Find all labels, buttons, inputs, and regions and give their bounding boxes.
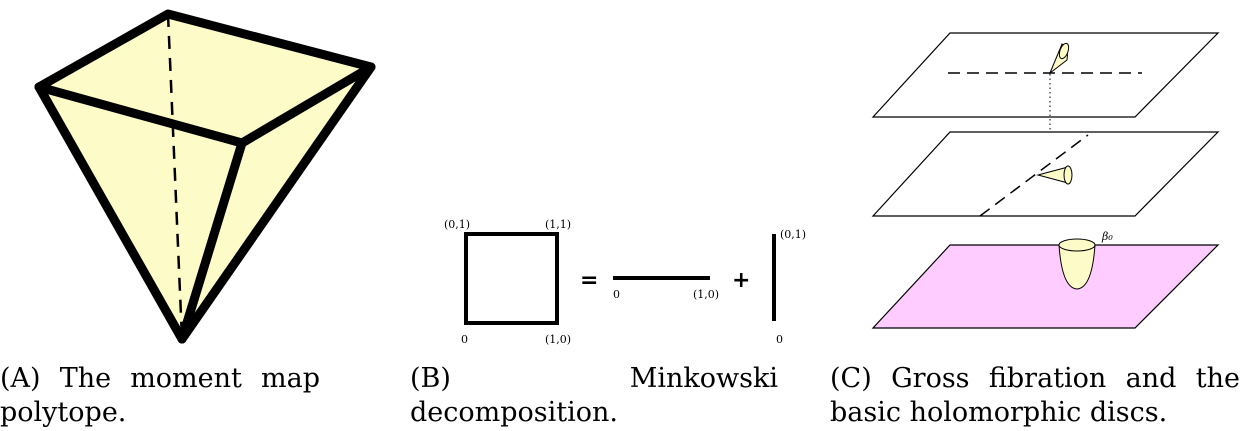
caption-a: (A) The moment map polytope. xyxy=(0,362,320,430)
bottom-plane xyxy=(871,244,1220,329)
middle-disc-rim xyxy=(1063,165,1073,185)
polytope-figure xyxy=(34,9,376,344)
caption-b-text: Minkowski decomposition. xyxy=(410,363,778,428)
vertical-label-start: 0 xyxy=(776,333,783,346)
horizontal-label-start: 0 xyxy=(613,288,620,301)
polytope-top-outline xyxy=(34,9,376,92)
caption-a-tag: (A) xyxy=(0,363,41,394)
polytope-front-edge-right xyxy=(237,62,376,148)
caption-b: (B) Minkowski decomposition. xyxy=(410,362,778,430)
caption-c: (C) Gross fibration and the basic holomo… xyxy=(830,362,1240,430)
panel-b: (0,1) (1,1) 0 (1,0) = 0 (1,0) + (0,1) 0 … xyxy=(410,0,830,431)
square-label-top-right: (1,1) xyxy=(545,218,571,231)
polytope-edge-left xyxy=(34,82,187,344)
beta-label: β₀ xyxy=(1101,230,1113,243)
square-label-bottom-right: (1,0) xyxy=(545,333,571,346)
vertical-label-end: (0,1) xyxy=(780,228,806,241)
bottom-disc-rim xyxy=(1058,238,1096,252)
polytope-edge-middle xyxy=(177,138,247,344)
top-plane xyxy=(871,32,1220,118)
top-disc-rim xyxy=(1058,42,1070,60)
square-label-top-left: (0,1) xyxy=(444,218,470,231)
unit-square xyxy=(464,232,559,325)
equals-sign: = xyxy=(580,268,598,293)
horizontal-label-end: (1,0) xyxy=(693,288,719,301)
caption-c-tag: (C) xyxy=(830,363,872,394)
caption-a-text: The moment map polytope. xyxy=(0,363,320,428)
polytope-edge-right xyxy=(177,62,376,344)
plus-sign: + xyxy=(732,268,750,293)
polytope-hidden-edge xyxy=(166,13,184,340)
polytope-front-edge-left xyxy=(34,82,247,148)
square-label-bottom-left: 0 xyxy=(461,333,468,346)
panel-c: β₀ (C) Gross fibration and the basic hol… xyxy=(830,0,1242,431)
middle-plane-dashed-line xyxy=(979,134,1089,217)
caption-b-tag: (B) xyxy=(410,363,451,394)
bottom-disc xyxy=(1058,244,1096,290)
minkowski-figure: (0,1) (1,1) 0 (1,0) = 0 (1,0) + (0,1) 0 xyxy=(444,218,806,346)
panel-a: (A) The moment map polytope. xyxy=(0,0,410,431)
caption-c-text: Gross fibration and the basic holomorphi… xyxy=(830,363,1240,428)
fibration-figure: β₀ xyxy=(871,32,1220,329)
polytope-left-face xyxy=(39,87,242,339)
